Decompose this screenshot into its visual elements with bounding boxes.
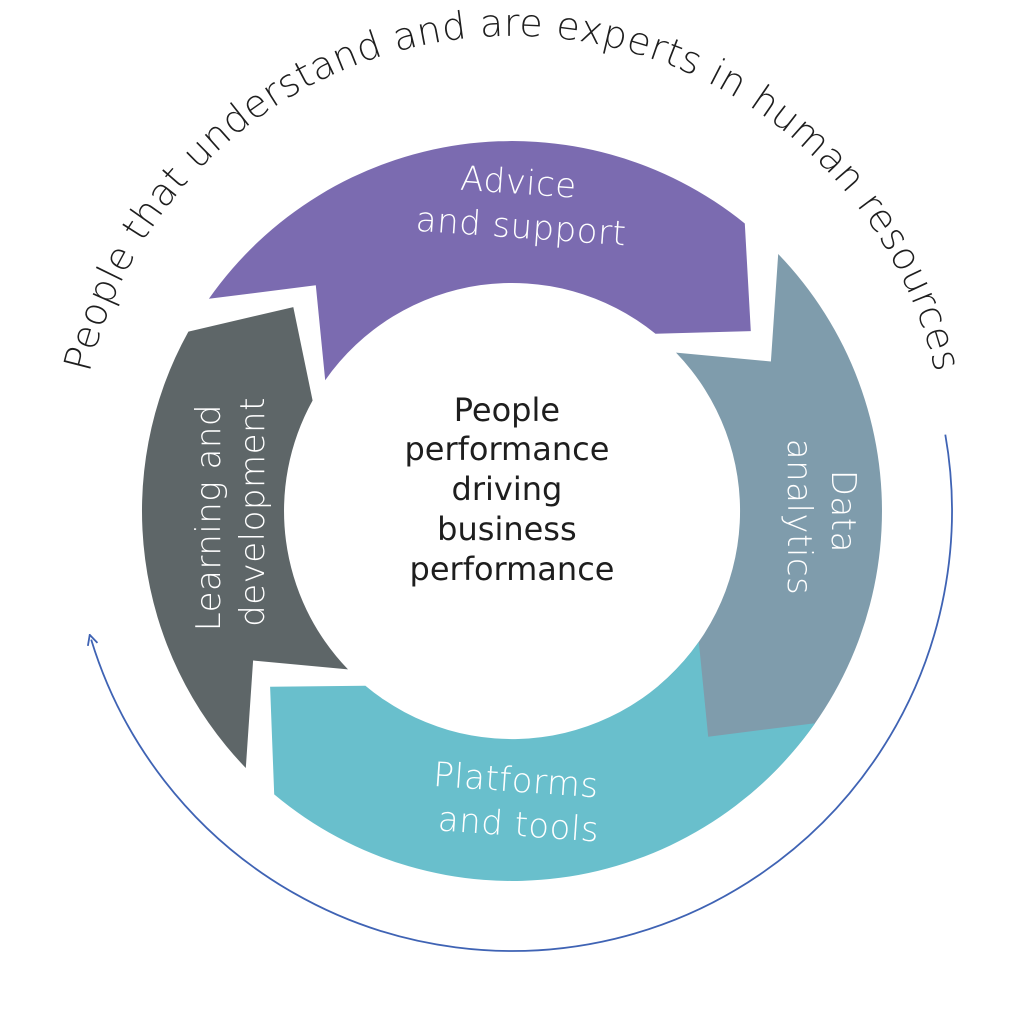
- label-advice-line-1: Advice: [459, 159, 578, 207]
- center-line-5: performance: [410, 550, 615, 588]
- center-title: People performance driving business perf…: [404, 391, 619, 588]
- label-data-line-2: analytics: [779, 439, 819, 595]
- segment-learning-and-development: [141, 307, 348, 768]
- center-line-3: driving: [452, 470, 563, 508]
- segment-advice-and-support: [208, 141, 751, 381]
- label-learning-line-1: Learning and: [189, 404, 229, 631]
- label-learning-and-development: Learning and development: [189, 393, 273, 632]
- segment-data-analytics: [643, 254, 882, 795]
- center-line-1: People: [454, 391, 560, 429]
- center-line-2: performance: [404, 430, 609, 468]
- cycle-arrow: [91, 434, 953, 952]
- label-data-line-1: Data: [823, 470, 863, 553]
- label-learning-line-2: development: [233, 397, 273, 627]
- center-line-4: business: [437, 510, 576, 548]
- label-data-analytics: Data analytics: [779, 439, 863, 595]
- segment-platforms-and-tools: [270, 641, 816, 881]
- label-platforms-and-tools: Platforms and tools: [429, 755, 611, 851]
